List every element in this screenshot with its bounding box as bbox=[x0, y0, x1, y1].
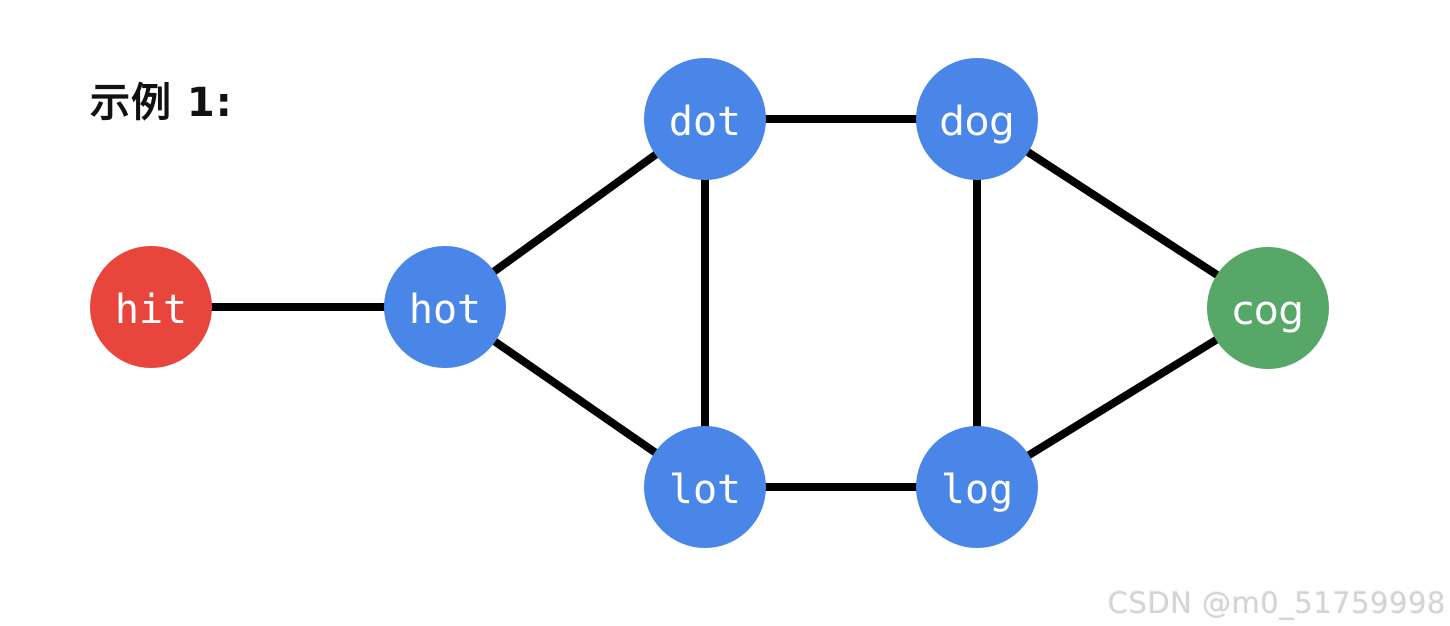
node-label-dog: dog bbox=[939, 99, 1014, 145]
graph-node-dog: dog bbox=[916, 58, 1038, 180]
graph-node-hot: hot bbox=[384, 246, 506, 368]
node-label-cog: cog bbox=[1232, 288, 1304, 334]
node-label-log: log bbox=[941, 467, 1013, 513]
node-circle-lot bbox=[644, 426, 766, 548]
node-label-dot: dot bbox=[669, 99, 741, 145]
watermark: CSDN @m0_51759998 bbox=[1107, 586, 1446, 620]
graph-node-hit: hit bbox=[90, 246, 212, 368]
node-circle-hit bbox=[90, 246, 212, 368]
node-label-hit: hit bbox=[115, 287, 187, 333]
graph-node-cog: cog bbox=[1207, 247, 1329, 369]
node-circle-dot bbox=[644, 58, 766, 180]
graph-node-dot: dot bbox=[644, 58, 766, 180]
node-circle-log bbox=[916, 426, 1038, 548]
example-title: 示例 1: bbox=[90, 80, 233, 126]
node-circle-dog bbox=[916, 58, 1038, 180]
node-circle-hot bbox=[384, 246, 506, 368]
node-label-lot: lot bbox=[669, 467, 741, 513]
node-circle-cog bbox=[1207, 247, 1329, 369]
graph-node-lot: lot bbox=[644, 426, 766, 548]
node-label-hot: hot bbox=[409, 287, 481, 333]
graph-node-log: log bbox=[916, 426, 1038, 548]
